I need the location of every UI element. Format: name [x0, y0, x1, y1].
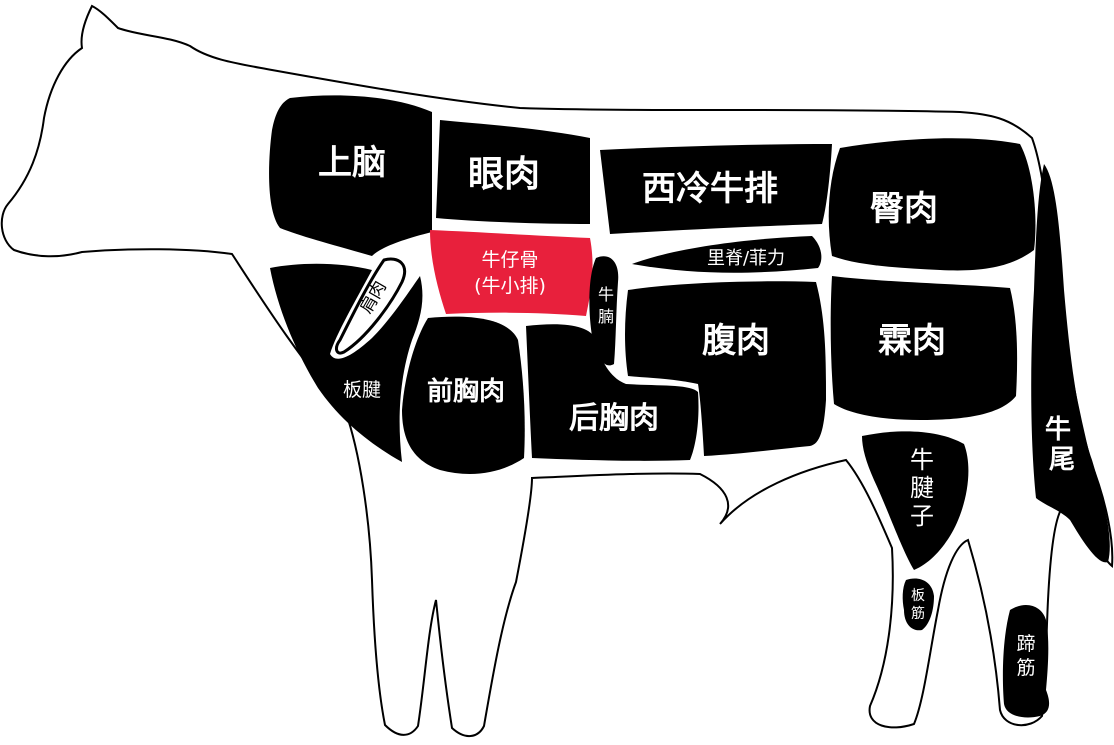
cut-furou[interactable] — [625, 281, 826, 456]
label-tijin-2: 筋 — [1016, 657, 1035, 679]
cut-qianxiongrou[interactable] — [402, 316, 525, 474]
label-yanrou: 眼肉 — [468, 154, 540, 195]
cut-xilengniupai[interactable] — [600, 144, 832, 234]
label-niuwei-2: 尾 — [1049, 445, 1075, 475]
cut-banjin[interactable] — [902, 578, 934, 631]
jianrou-inner — [335, 257, 407, 355]
label-niuzaigu-1: 牛仔骨 — [481, 249, 538, 271]
cut-linrou[interactable] — [830, 276, 1018, 420]
label-niunan-1: 牛 — [598, 285, 614, 304]
cut-liji[interactable] — [632, 236, 822, 273]
cut-shangnao[interactable] — [269, 95, 432, 256]
cut-niunan[interactable] — [589, 256, 619, 366]
cut-niuwei[interactable] — [1031, 164, 1110, 563]
cut-niuzaigu[interactable] — [430, 230, 593, 316]
cut-yanrou[interactable] — [436, 120, 590, 224]
cut-niujianzi[interactable] — [862, 431, 969, 570]
label-niujianzi-3: 子 — [910, 502, 934, 530]
cut-banjian[interactable] — [270, 263, 423, 462]
label-tijin-1: 蹄 — [1016, 633, 1035, 655]
label-niuwei-1: 牛 — [1045, 415, 1071, 445]
label-houxiongrou: 后胸肉 — [569, 401, 659, 436]
label-niujianzi-2: 腱 — [910, 474, 934, 502]
label-niujianzi-1: 牛 — [910, 446, 934, 474]
label-banjin-2: 筋 — [911, 605, 925, 622]
label-linrou: 霖肉 — [878, 321, 946, 361]
label-qianxiongrou: 前胸肉 — [427, 376, 505, 407]
label-banjian: 板腱 — [343, 379, 381, 401]
label-shangnao: 上脑 — [318, 143, 386, 183]
label-birou: 臀肉 — [870, 189, 938, 229]
label-niunan-2: 腩 — [598, 307, 614, 326]
label-xilengniupai: 西冷牛排 — [642, 169, 778, 209]
label-niuzaigu-2: (牛小排) — [474, 275, 546, 297]
label-liji: 里脊/菲力 — [707, 248, 785, 269]
cut-houxiongrou[interactable] — [526, 324, 699, 461]
label-furou: 腹肉 — [702, 321, 770, 361]
cut-tijin[interactable] — [1002, 605, 1050, 718]
cut-birou[interactable] — [828, 138, 1036, 271]
label-banjin-1: 板 — [911, 588, 925, 604]
